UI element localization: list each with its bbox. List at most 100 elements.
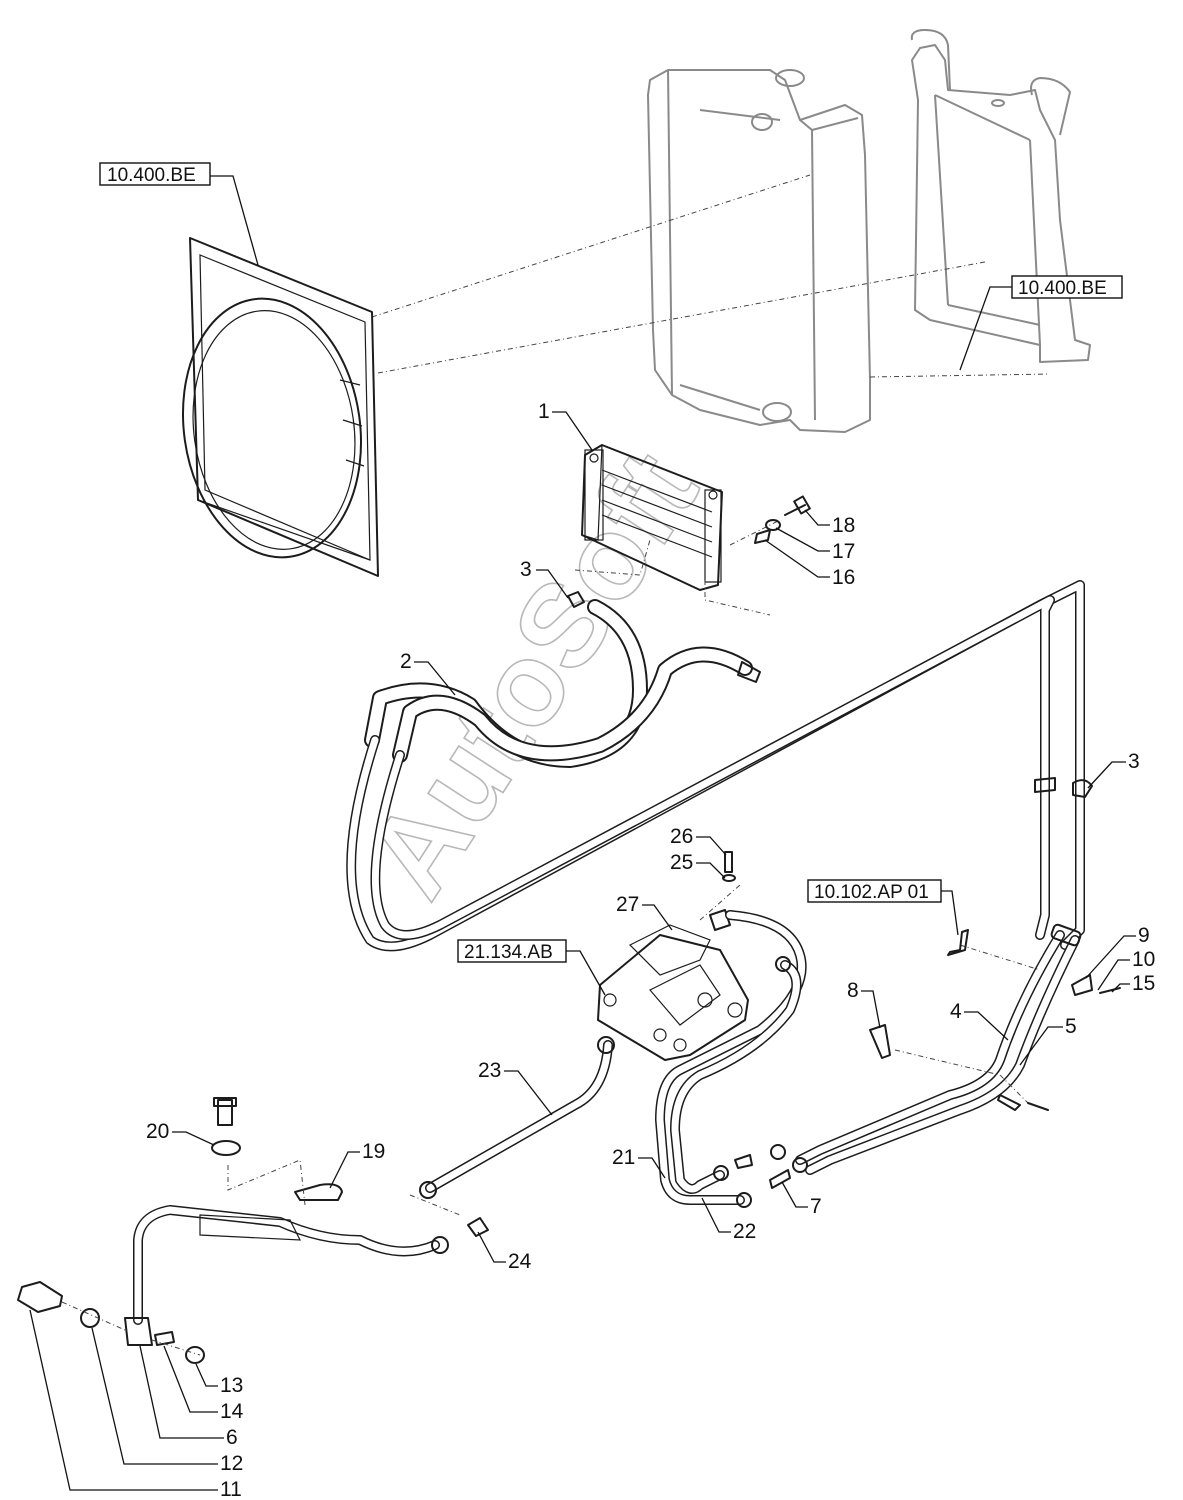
leader-line xyxy=(804,509,830,526)
reference-box-valve[interactable]: 21.134.AB xyxy=(457,939,567,963)
bolt-head-20 xyxy=(213,1097,237,1107)
callout-11: 11 xyxy=(220,1478,242,1500)
support-bracket xyxy=(947,929,969,956)
leader-line xyxy=(959,286,1012,371)
callout-14: 14 xyxy=(220,1400,244,1423)
fastener-lower-bolt xyxy=(1027,1102,1049,1111)
leader-line xyxy=(172,1131,215,1146)
alignment-line xyxy=(869,373,1051,378)
leader-line xyxy=(29,1309,218,1491)
leader-line xyxy=(566,950,606,996)
reference-box-radiator[interactable]: 10.400.BE xyxy=(1011,275,1123,299)
leader-line xyxy=(1085,935,1136,979)
alignment-line xyxy=(227,1159,306,1206)
alignment-line xyxy=(377,261,986,374)
alignment-line xyxy=(409,1194,461,1216)
tube-clip xyxy=(1034,777,1056,793)
callout-2: 2 xyxy=(400,650,412,673)
washer-20 xyxy=(211,1140,241,1156)
reference-box-bracket[interactable]: 10.102.AP 01 xyxy=(807,879,942,903)
fitting-7 xyxy=(769,1169,791,1189)
callout-23: 23 xyxy=(478,1059,501,1082)
callout-4: 4 xyxy=(950,1000,962,1023)
intercooler-ghost xyxy=(910,29,1091,363)
pin-14 xyxy=(154,1331,175,1346)
reference-text: 21.134.AB xyxy=(464,942,553,963)
reference-box-fan-shroud[interactable]: 10.400.BE xyxy=(99,162,211,186)
callout-16: 16 xyxy=(832,566,855,589)
alignment-line xyxy=(151,1339,201,1356)
fastener-15 xyxy=(1099,987,1121,994)
washer-25 xyxy=(722,874,736,882)
clamp-9 xyxy=(1071,974,1093,996)
callout-12: 12 xyxy=(220,1452,243,1475)
lines-4-5 xyxy=(795,923,1082,1175)
callout-5: 5 xyxy=(1065,1015,1077,1038)
leader-line xyxy=(414,661,456,696)
alignment-line xyxy=(894,1049,1031,1106)
leader-line xyxy=(638,1157,666,1179)
fan-shroud xyxy=(181,237,379,577)
hose-assembly xyxy=(364,599,761,768)
leader-line xyxy=(139,1345,224,1439)
leader-line xyxy=(210,175,259,266)
callout-13: 13 xyxy=(220,1374,243,1397)
lines-21-22 xyxy=(655,910,808,1208)
reference-text: 10.400.BE xyxy=(107,165,196,186)
leader-line xyxy=(964,1011,1009,1041)
alignment-line xyxy=(704,580,771,616)
leader-line xyxy=(163,1345,218,1413)
leader-line xyxy=(1087,761,1126,789)
leader-line xyxy=(941,890,959,936)
callout-18: 18 xyxy=(832,514,855,537)
callout-22: 22 xyxy=(733,1220,756,1243)
callout-25: 25 xyxy=(670,851,693,874)
alignment-line xyxy=(699,884,741,921)
washer-13 xyxy=(185,1346,205,1364)
callout-6: 6 xyxy=(226,1426,238,1449)
alignment-line xyxy=(959,944,1041,971)
callout-19: 19 xyxy=(362,1140,385,1163)
leader-line xyxy=(696,862,726,879)
bolt-26 xyxy=(724,851,733,873)
callout-27: 27 xyxy=(616,893,639,916)
radiator-ghost xyxy=(647,69,871,433)
valve-block xyxy=(597,909,749,1061)
callout-24: 24 xyxy=(508,1250,532,1273)
clamp-19 xyxy=(294,1183,343,1201)
leader-line xyxy=(696,836,727,856)
cooler-fasteners xyxy=(754,495,811,544)
callout-9: 9 xyxy=(1138,924,1150,947)
fitting-24 xyxy=(467,1217,489,1237)
leader-line xyxy=(861,990,881,1029)
alignment-line xyxy=(729,519,781,546)
callout-10: 10 xyxy=(1132,948,1155,971)
part-8-bracket xyxy=(869,1024,891,1059)
leader-line xyxy=(552,411,593,451)
callout-3-right: 3 xyxy=(1128,750,1140,773)
leader-line xyxy=(536,569,569,599)
callout-15: 15 xyxy=(1132,972,1155,995)
alignment-line xyxy=(371,174,811,318)
callout-7: 7 xyxy=(810,1195,822,1218)
return-tube xyxy=(346,580,1085,952)
hose-clip xyxy=(567,591,585,608)
callout-21: 21 xyxy=(612,1146,635,1169)
callout-1: 1 xyxy=(538,400,550,423)
leader-line xyxy=(477,1231,506,1263)
callout-3-upper: 3 xyxy=(520,558,532,581)
oil-cooler xyxy=(581,444,723,591)
leader-line xyxy=(781,1181,808,1208)
washer-12 xyxy=(80,1308,100,1328)
leader-line xyxy=(195,1363,218,1387)
bolt-11 xyxy=(17,1281,63,1313)
leader-line xyxy=(1097,959,1130,991)
reference-text: 10.400.BE xyxy=(1018,278,1107,299)
callout-8: 8 xyxy=(847,979,859,1002)
line-23 xyxy=(419,1036,615,1199)
callout-17: 17 xyxy=(832,540,855,563)
fitting xyxy=(734,1154,753,1169)
reference-text: 10.102.AP 01 xyxy=(814,882,929,903)
